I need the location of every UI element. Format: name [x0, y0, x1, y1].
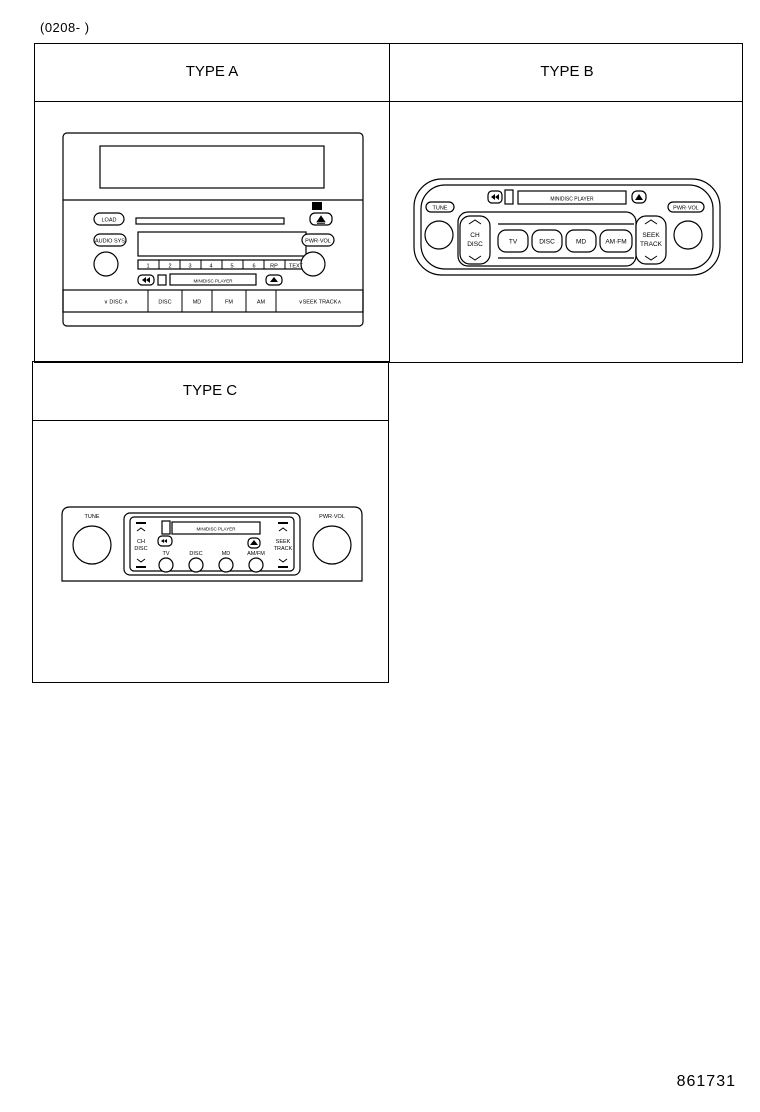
grid-divider-vertical [389, 43, 390, 363]
type-a-preset-1: 1 [146, 264, 149, 270]
type-a-label: TYPE A [185, 63, 239, 80]
type-c-seek-label: SEEK [276, 539, 291, 545]
type-c-ch-label: CH [137, 539, 145, 545]
type-a-bottom-am: AM [257, 300, 266, 306]
type-c-label: TYPE C [182, 382, 238, 399]
type-c-pwr-vol-knob [312, 525, 352, 565]
rewind-icon [161, 539, 167, 543]
chevron-up-icon [644, 219, 658, 225]
type-b-outer-bezel [413, 178, 721, 276]
chevron-up-icon [136, 527, 146, 532]
chevron-up-icon [468, 219, 482, 225]
type-b-pwr-vol-label: PWR·VOL [673, 206, 699, 212]
rewind-icon [491, 194, 499, 200]
type-a-bottom-disc-seek: ∨ DISC ∧ [104, 300, 128, 306]
type-b-md-button [565, 229, 597, 253]
type-c-tv-button [158, 557, 174, 573]
type-c-radio-diagram: TUNE PWR·VOL MINIDISC PLAYER CH DISC SEE… [61, 506, 363, 582]
type-b-tune-label-box [425, 201, 455, 213]
type-a-right-knob [300, 251, 326, 277]
type-c-md-button [218, 557, 234, 573]
type-c-amfm-button [248, 557, 264, 573]
type-b-tv-label: TV [509, 239, 518, 246]
grid-bottom-frame [32, 361, 389, 683]
rewind-icon [142, 277, 150, 283]
type-b-tune-knob [424, 220, 454, 250]
eject-icon [316, 215, 326, 224]
type-b-ch-label: CH [470, 232, 480, 239]
type-c-center-module [123, 512, 301, 576]
type-a-bottom-md: MD [193, 300, 202, 306]
type-b-md-label: MD [576, 239, 586, 246]
type-c-display-text: MINIDISC PLAYER [197, 527, 237, 532]
type-c-panel [61, 506, 363, 582]
type-a-preset-text: TEXT [289, 264, 304, 270]
type-c-disc-rocker-label: DISC [134, 546, 147, 552]
type-a-bottom-seek-track: ∨SEEK TRACK∧ [299, 300, 342, 306]
type-a-pwr-vol-label: PWR·VOL [305, 239, 331, 245]
type-c-tune-label: TUNE [85, 514, 100, 520]
type-b-display [517, 190, 627, 205]
type-c-track-label: TRACK [274, 546, 293, 552]
chevron-down-icon [278, 558, 288, 563]
part-number: 861731 [676, 1073, 736, 1090]
type-a-radio-diagram: LOAD AUDIO SYS PWR·VOL 1 2 3 4 5 6 RP TE… [62, 132, 364, 327]
type-b-seek-label: SEEK [642, 232, 660, 239]
type-b-disc-label: DISC [539, 239, 555, 246]
type-b-radio-diagram: TUNE PWR·VOL MINIDISC PLAYER CH DISC SEE… [413, 178, 721, 276]
type-b-pwr-vol-label-box [667, 201, 705, 213]
type-b-pwr-vol-knob [673, 220, 703, 250]
type-b-amfm-label: AM·FM [605, 239, 626, 246]
type-a-pwr-vol-button [301, 233, 335, 247]
type-b-label: TYPE B [540, 63, 594, 80]
chevron-down-icon [468, 255, 482, 261]
type-b-disc-rocker-label: DISC [467, 241, 483, 248]
chevron-down-icon [644, 255, 658, 261]
type-b-ch-disc-rocker [459, 215, 491, 265]
type-a-preset-3: 3 [188, 264, 191, 270]
type-a-preset-4: 4 [209, 264, 212, 270]
type-b-amfm-button [599, 229, 633, 253]
type-a-bottom-fm: FM [225, 300, 233, 306]
type-b-disc-button [531, 229, 563, 253]
type-a-main-display [137, 231, 307, 257]
type-a-indicator [312, 202, 322, 210]
grid-divider-header [34, 101, 743, 102]
type-b-seek-track-rocker [635, 215, 667, 265]
type-a-mini-display: MINIDISC PLAYER [194, 279, 234, 284]
grid-divider-header-c [32, 420, 389, 421]
type-a-preset-6: 6 [252, 264, 255, 270]
type-c-md-label: MD [222, 551, 231, 557]
type-c-amfm-label: AM/FM [247, 551, 265, 557]
eject-icon [270, 277, 278, 282]
type-a-load-button [93, 212, 125, 226]
type-a-left-knob [93, 251, 119, 277]
type-b-track-label: TRACK [640, 241, 663, 248]
document-code: (0208- ) [40, 20, 90, 35]
type-a-bottom-disc: DISC [158, 300, 171, 306]
type-a-load-label: LOAD [102, 218, 117, 224]
type-c-pwr-vol-label: PWR·VOL [319, 514, 345, 520]
eject-icon [250, 540, 258, 545]
type-a-upper-display [99, 145, 325, 189]
type-a-audio-sys-button [93, 233, 127, 247]
type-b-display-text: MINIDISC PLAYER [550, 197, 594, 203]
type-c-disc-label: DISC [189, 551, 202, 557]
type-a-audio-sys-label: AUDIO SYS [95, 239, 125, 245]
type-a-panel [62, 132, 364, 327]
type-a-preset-5: 5 [230, 264, 233, 270]
type-c-tune-knob [72, 525, 112, 565]
eject-icon [635, 194, 643, 200]
type-b-tv-button [497, 229, 529, 253]
type-a-cd-slot [135, 217, 285, 225]
type-c-tv-label: TV [162, 551, 169, 557]
type-a-preset-2: 2 [168, 264, 171, 270]
type-a-mini-display-frame [169, 273, 257, 286]
chevron-down-icon [136, 558, 146, 563]
chevron-up-icon [278, 527, 288, 532]
type-a-preset-rp: RP [270, 264, 278, 270]
type-c-display [171, 521, 261, 535]
type-b-tune-label: TUNE [433, 206, 448, 212]
type-c-disc-button [188, 557, 204, 573]
